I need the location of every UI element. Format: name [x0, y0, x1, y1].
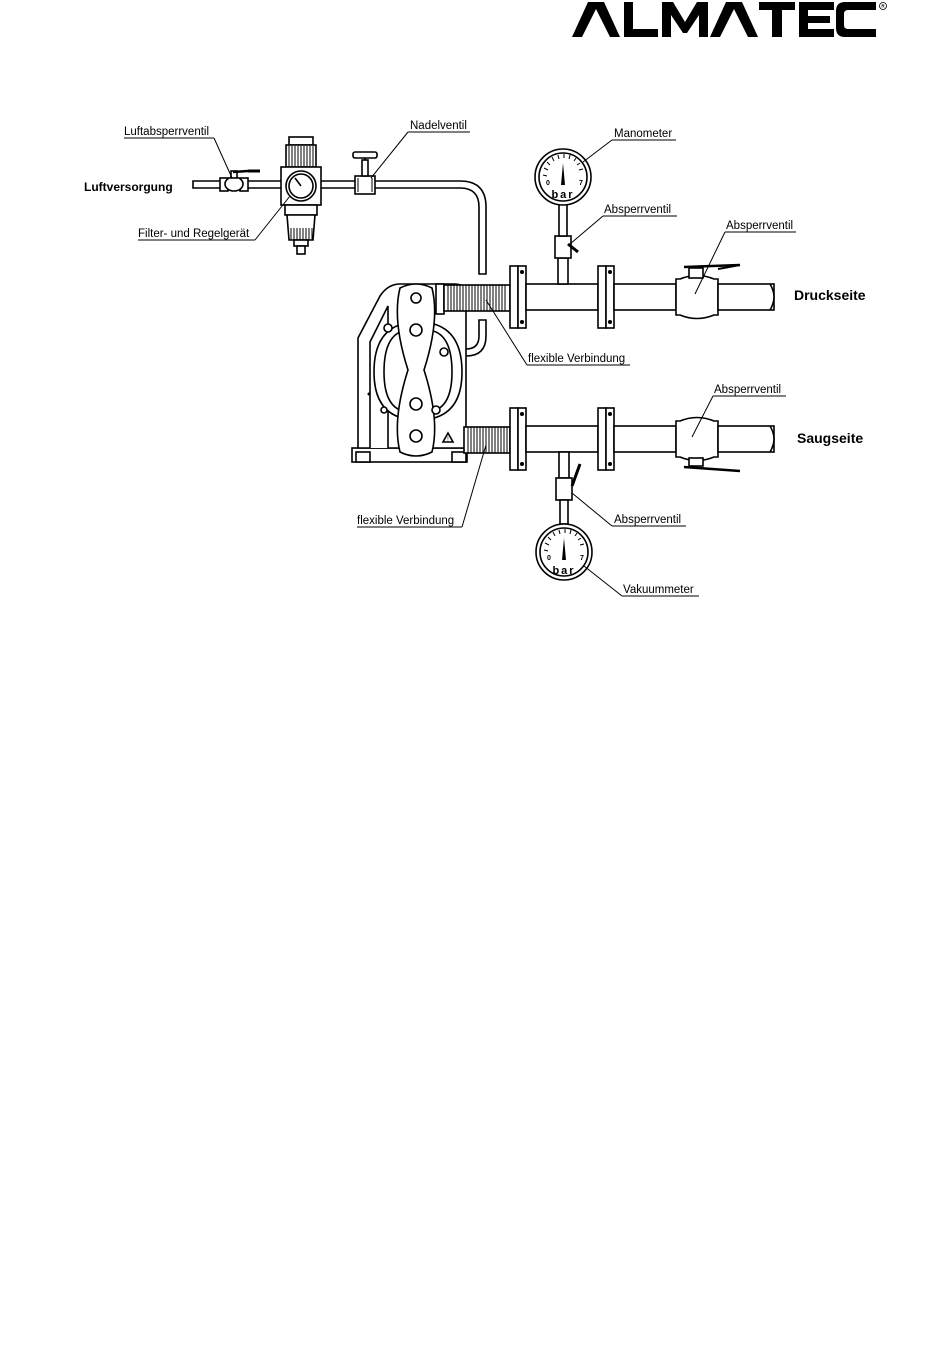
label-vacuum-gauge: Vakuummeter	[623, 584, 694, 596]
label-shutoff-valve-suction: Absperrventil	[714, 384, 781, 396]
manometer-max: 7	[579, 180, 583, 187]
label-manometer: Manometer	[614, 128, 672, 140]
label-shutoff-valve-discharge: Absperrventil	[726, 220, 793, 232]
label-flexible-connection-top: flexible Verbindung	[528, 353, 625, 365]
label-suction-side: Saugseite	[797, 430, 863, 446]
label-air-supply: Luftversorgung	[84, 180, 173, 194]
label-air-shutoff-valve: Luftabsperrventil	[124, 126, 209, 138]
filter-regulator	[281, 137, 321, 254]
label-shutoff-valve-manometer: Absperrventil	[604, 204, 671, 216]
manometer-unit: bar	[551, 189, 574, 201]
vacuum-unit: bar	[552, 565, 575, 577]
label-flexible-connection-bottom: flexible Verbindung	[357, 515, 454, 527]
pump-installation-diagram: !	[0, 0, 950, 620]
manometer-zero: 0	[546, 180, 550, 187]
label-discharge-side: Druckseite	[794, 287, 866, 303]
vacuum-zero: 0	[547, 555, 551, 562]
needle-valve	[353, 152, 377, 194]
discharge-line	[444, 202, 774, 328]
manometer-gauge: 0 7 bar	[535, 149, 591, 205]
label-filter-regulator: Filter- und Regelgerät	[138, 228, 250, 240]
label-needle-valve: Nadelventil	[410, 120, 467, 132]
vacuum-max: 7	[580, 555, 584, 562]
label-shutoff-valve-vacuum: Absperrventil	[614, 514, 681, 526]
suction-line	[464, 408, 774, 524]
vacuum-gauge: 0 7 bar	[536, 524, 592, 580]
